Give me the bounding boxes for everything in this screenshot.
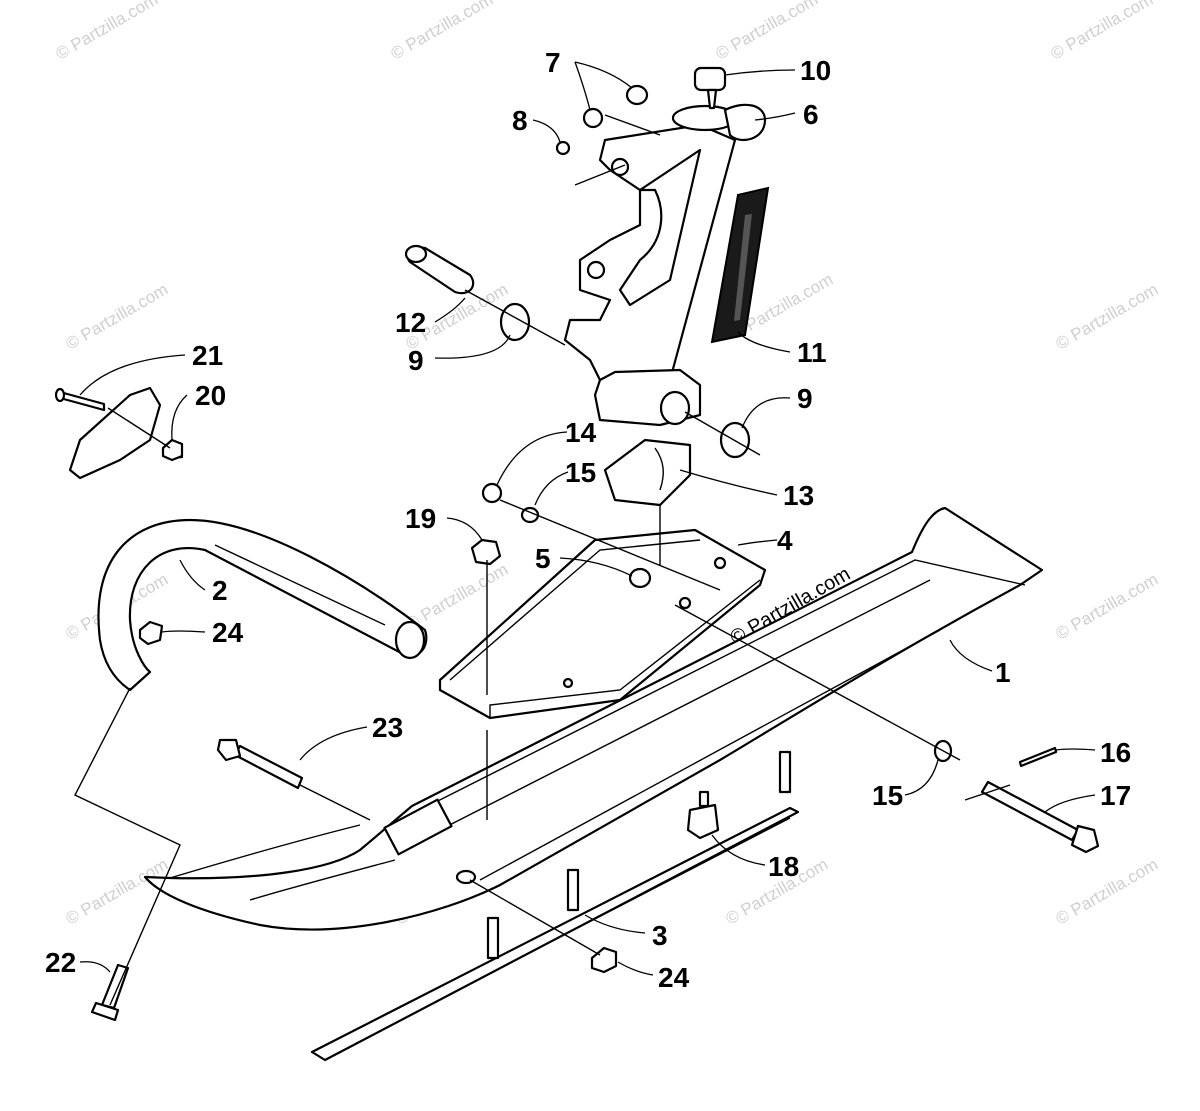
part-13-damper <box>603 438 692 507</box>
part-22-bolt <box>90 963 130 1022</box>
watermark: © Partzilla.com <box>63 280 172 354</box>
part-14-nut <box>481 482 503 504</box>
callout-18: 18 <box>768 851 799 882</box>
part-17-bolt <box>980 780 1100 854</box>
assembly-lines <box>74 114 1011 1006</box>
callout-3: 3 <box>652 920 668 951</box>
part-24-nut-bottom <box>590 946 618 974</box>
watermark: © Partzilla.com <box>1053 855 1162 929</box>
callout-5: 5 <box>535 543 551 574</box>
part-6-spindle <box>563 103 767 427</box>
watermark: © Partzilla.com <box>403 560 512 634</box>
callout-10: 10 <box>800 55 831 86</box>
part-9-bushing-left <box>499 302 531 342</box>
watermark: © Partzilla.com <box>63 855 172 929</box>
part-4-saddle <box>438 528 767 720</box>
callout-1: 1 <box>995 657 1011 688</box>
part-8-grease-fitting <box>555 140 571 156</box>
callout-15-bottom: 15 <box>872 780 903 811</box>
callout-20: 20 <box>195 380 226 411</box>
callout-labels: 7 10 6 8 12 9 11 9 14 15 13 19 4 5 21 20… <box>45 47 1131 993</box>
callout-21: 21 <box>192 340 223 371</box>
callout-22: 22 <box>45 947 76 978</box>
part-3-wear-bar <box>310 750 800 1062</box>
watermark: © Partzilla.com <box>388 0 497 63</box>
part-23-bolt <box>216 738 304 790</box>
part-20-nut <box>161 438 184 462</box>
callout-24-top: 24 <box>212 617 244 648</box>
callout-13: 13 <box>783 480 814 511</box>
callout-7: 7 <box>545 47 561 78</box>
callout-19: 19 <box>405 503 436 534</box>
callout-23: 23 <box>372 712 403 743</box>
part-19-nut <box>470 538 502 566</box>
part-10-cap <box>693 66 727 110</box>
callout-16: 16 <box>1100 737 1131 768</box>
part-7-washers <box>582 84 649 129</box>
part-21-bracket <box>54 386 184 480</box>
part-5-washer <box>628 567 652 589</box>
part-24-nut-top <box>138 620 164 646</box>
callout-9-left: 9 <box>408 345 424 376</box>
callout-12: 12 <box>395 307 426 338</box>
callout-11: 11 <box>797 337 827 368</box>
watermark: © Partzilla.com <box>53 0 162 63</box>
part-11-decal <box>710 186 770 344</box>
callout-6: 6 <box>803 99 819 130</box>
callout-24-bottom: 24 <box>658 962 690 993</box>
callout-17: 17 <box>1100 780 1131 811</box>
part-16-cotter-pin <box>1018 746 1058 768</box>
callout-9-right: 9 <box>797 383 813 414</box>
leader-lines <box>79 61 1096 976</box>
watermark: © Partzilla.com <box>1053 280 1162 354</box>
part-12-pin <box>404 244 475 295</box>
callout-14: 14 <box>565 417 597 448</box>
callout-4: 4 <box>777 525 793 556</box>
watermark: © Partzilla.com <box>1048 0 1157 63</box>
part-2-handle <box>97 518 428 692</box>
callout-2: 2 <box>212 575 228 606</box>
part-18-stud <box>686 790 720 840</box>
callout-15-top: 15 <box>565 457 596 488</box>
callout-8: 8 <box>512 105 528 136</box>
watermark: © Partzilla.com <box>713 0 822 63</box>
watermark: © Partzilla.com <box>1053 570 1162 644</box>
part-1-ski <box>143 506 1044 931</box>
